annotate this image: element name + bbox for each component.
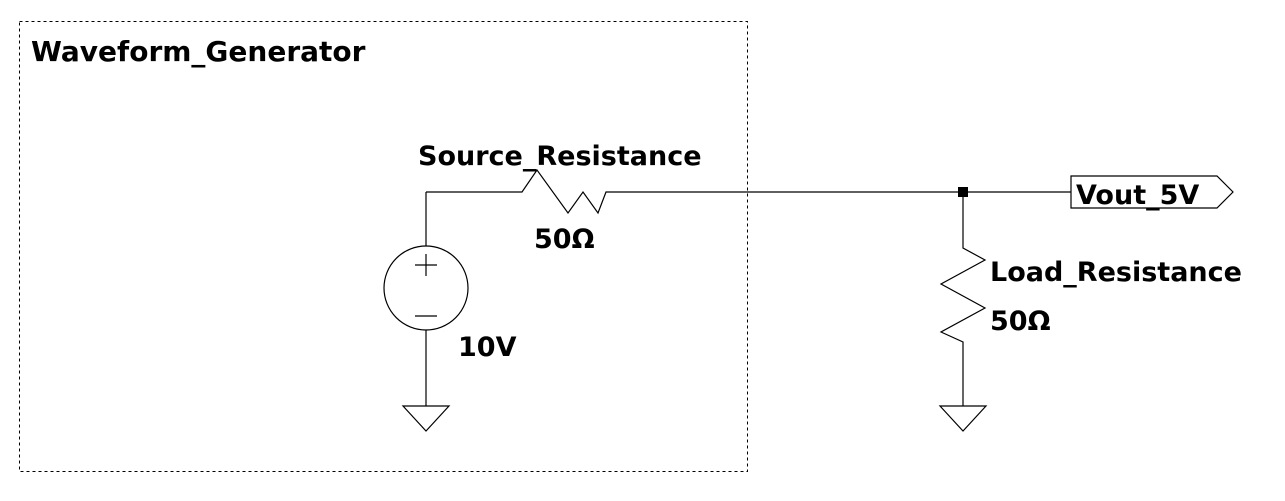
output-port-flag-icon [1070,175,1234,209]
ground-icon [938,405,988,432]
load-resistor: Load_Resistance 50Ω [939,192,1242,406]
load-resistor-value: 50Ω [990,306,1051,337]
source-resistor-name: Source_Resistance [418,141,702,172]
voltage-source-value: 10V [458,332,517,363]
output-port: Vout_5V [1070,175,1234,211]
resistor-icon [514,168,620,215]
load-resistor-name: Load_Resistance [990,257,1242,288]
source-resistor: Source_Resistance 50Ω [418,141,702,255]
voltage-source: 10V [383,192,517,406]
waveform-generator-box: Waveform_Generator [19,21,748,472]
ground-icon [401,405,451,432]
waveform-generator-title: Waveform_Generator [31,35,366,68]
source-resistor-value: 50Ω [534,224,595,255]
resistor-icon [939,240,987,350]
output-port-label: Vout_5V [1076,180,1199,211]
